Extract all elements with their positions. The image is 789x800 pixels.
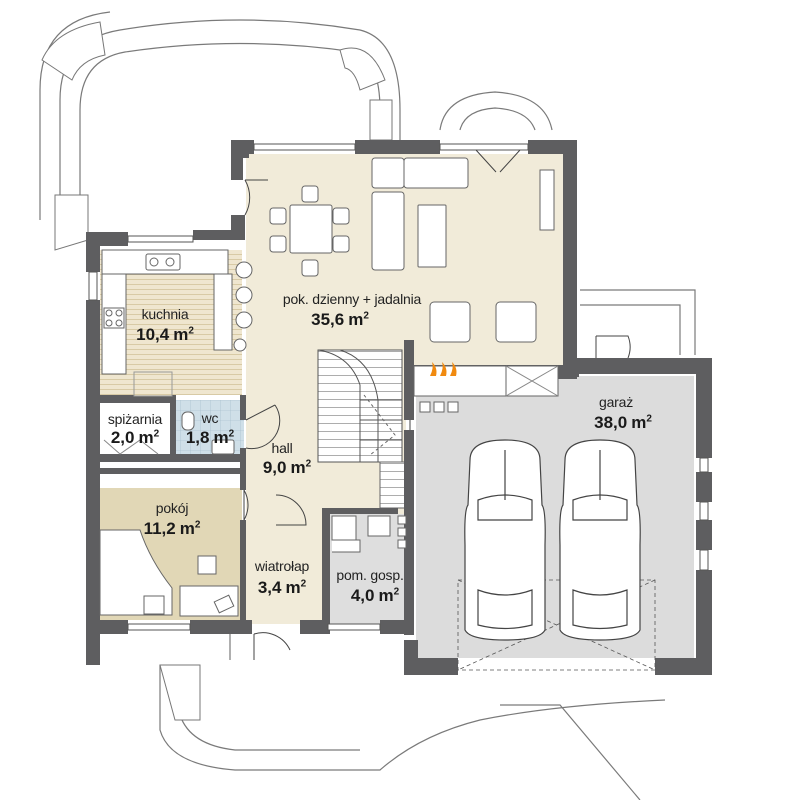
- pokoj-furniture: [99, 529, 239, 617]
- car-right: [559, 439, 641, 641]
- room-label-hall: hall: [271, 440, 293, 456]
- room-label-kitchen: kuchnia: [141, 306, 189, 322]
- fireplace-flame-icon: [430, 362, 457, 376]
- doors: [243, 149, 631, 660]
- terrace-outline: [39, 11, 696, 800]
- living-furniture: [269, 157, 559, 413]
- room-label-garage: garaż: [598, 394, 634, 410]
- pantry-stair-stripes: [133, 371, 173, 397]
- room-label-living: pok. dzienny + jadalnia: [282, 291, 422, 307]
- room-label-pantry: spiżarnia: [107, 411, 163, 427]
- staircase: [317, 349, 407, 509]
- utility-fixtures: [331, 515, 407, 553]
- garage-floor: [416, 376, 694, 658]
- windows: [88, 143, 709, 631]
- room-label-wc: wc: [201, 410, 219, 426]
- room-label-utility: pom. gosp.: [336, 567, 404, 583]
- vestibule-floor: [246, 514, 326, 624]
- wc-fixtures: [181, 411, 235, 455]
- pantry-shelves: [103, 439, 159, 455]
- room-label-pokoj: pokój: [155, 500, 189, 516]
- kitchen-furniture: [101, 249, 253, 375]
- terrace-corner-blocks: [41, 21, 393, 721]
- room-label-vestibule: wiatrołap: [254, 558, 310, 574]
- car-left: [464, 439, 546, 641]
